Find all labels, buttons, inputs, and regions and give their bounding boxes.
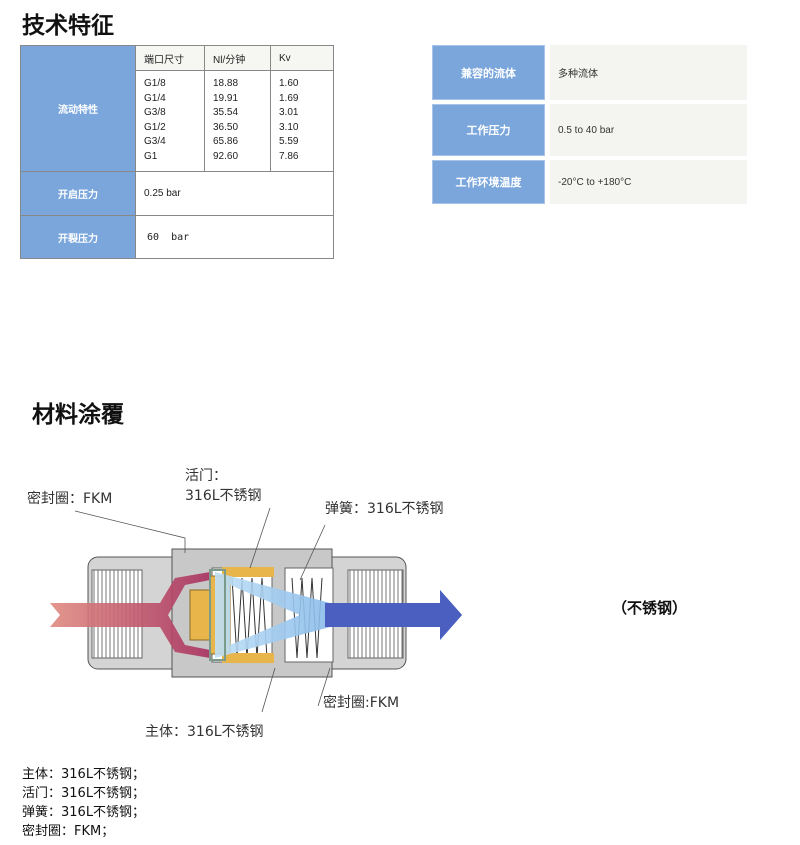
fluid-value: 多种流体 xyxy=(550,45,747,100)
list-item: 主体：316L不锈钢； xyxy=(22,767,146,782)
flow-label: 流动特性 xyxy=(20,45,136,172)
material-list: 主体：316L不锈钢； 活门：316L不锈钢； 弹簧：316L不锈钢； 密封圈：… xyxy=(22,765,145,841)
label-spring: 弹簧：316L不锈钢 xyxy=(325,501,444,517)
opening-pressure-label: 开启压力 xyxy=(20,171,136,216)
working-pressure-value: 0.5 to 40 bar xyxy=(550,104,747,156)
material-title: 材料涂覆 xyxy=(32,402,124,428)
list-item: 活门：316L不锈钢； xyxy=(22,786,146,801)
list-item: 密封圈：FKM； xyxy=(22,824,115,839)
temperature-label: 工作环境温度 xyxy=(432,160,545,204)
label-seal-top: 密封圈：FKM xyxy=(27,491,113,507)
burst-pressure-value: 60 bar xyxy=(135,215,334,259)
label-valve-2: 316L不锈钢 xyxy=(185,488,262,504)
list-item: 弹簧：316L不锈钢； xyxy=(22,805,146,820)
label-valve-1: 活门： xyxy=(185,468,227,484)
temperature-value: -20°C to +180°C xyxy=(550,160,747,204)
working-pressure-label: 工作压力 xyxy=(432,104,545,156)
material-note: （不锈钢） xyxy=(612,599,688,617)
fluid-label: 兼容的流体 xyxy=(432,45,545,100)
label-body: 主体：316L不锈钢 xyxy=(145,724,264,740)
col-header-port: 端口尺寸 xyxy=(135,45,205,71)
col-header-kv: Kv xyxy=(270,45,334,71)
burst-pressure-label: 开裂压力 xyxy=(20,215,136,259)
tech-title: 技术特征 xyxy=(22,13,114,39)
label-seal-bottom: 密封圈:FKM xyxy=(323,695,400,711)
